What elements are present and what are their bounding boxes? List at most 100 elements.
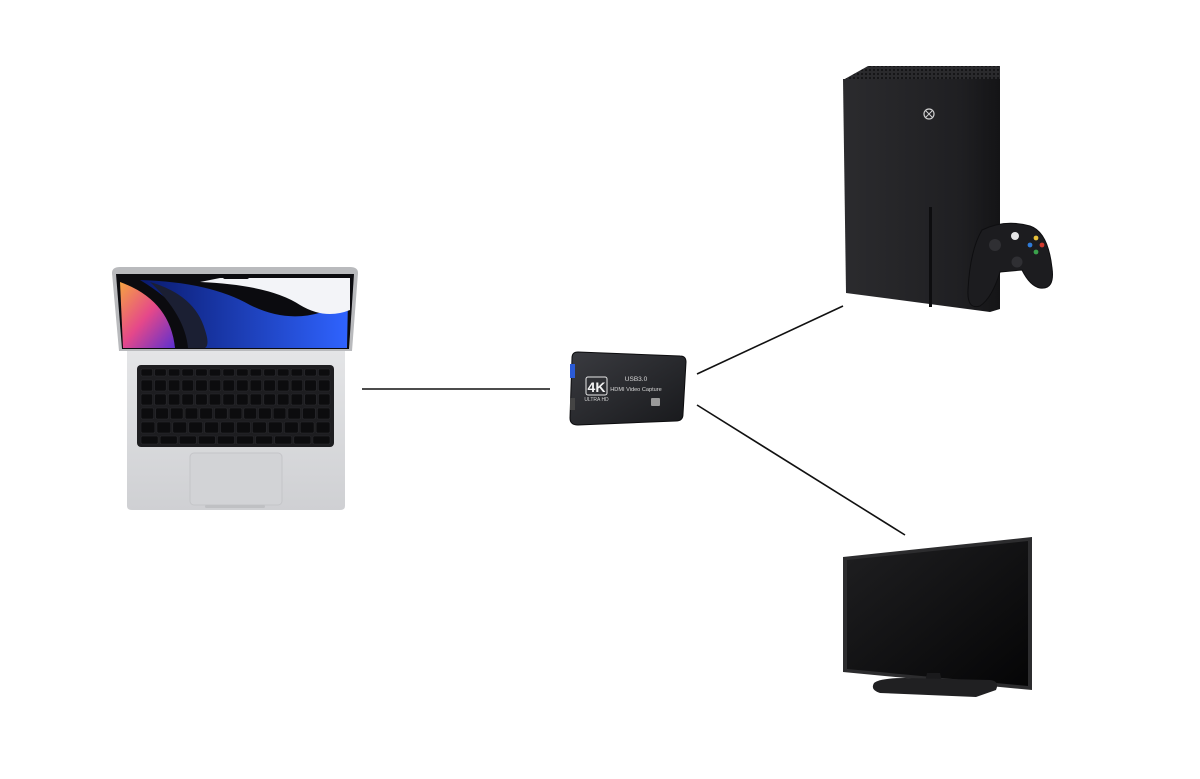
television-image (843, 537, 1032, 697)
laptop-key (154, 393, 167, 406)
laptop-key (198, 435, 216, 445)
laptop-key (220, 421, 235, 434)
laptop-key (204, 421, 219, 434)
laptop-image (112, 267, 358, 510)
laptop-key (316, 407, 331, 420)
laptop-key (304, 368, 317, 377)
laptop-key (181, 393, 194, 406)
capture-card-image: 4K ULTRA HD USB3.0 HDMI Video Capture (569, 351, 687, 426)
laptop-trackpad (189, 452, 283, 506)
laptop-key (208, 368, 222, 377)
laptop-key (156, 421, 172, 434)
laptop-key (188, 421, 204, 434)
connector-capture-card-to-console (696, 305, 844, 375)
laptop-key (236, 435, 254, 445)
laptop-key (263, 379, 276, 392)
laptop-key (168, 379, 181, 392)
laptop-key (140, 393, 153, 406)
laptop-key (222, 368, 235, 377)
tv-screen (847, 541, 1028, 686)
laptop-key (208, 393, 222, 406)
laptop-key (236, 379, 249, 392)
card-4k-label: 4K (588, 379, 606, 395)
laptop-key (249, 379, 263, 392)
laptop-key (318, 379, 331, 392)
controller-image (967, 222, 1053, 308)
laptop-key (168, 368, 181, 377)
laptop-key (302, 407, 316, 420)
laptop-key (243, 407, 257, 420)
laptop-key (140, 407, 154, 420)
laptop-key (181, 368, 194, 377)
laptop-key (283, 421, 299, 434)
laptop-key (263, 393, 276, 406)
laptop-key (170, 407, 184, 420)
laptop-key (178, 435, 197, 445)
card-usb-label: USB3.0 (625, 376, 648, 383)
laptop-key (236, 421, 251, 434)
laptop-key (199, 407, 213, 420)
laptop-keys (140, 368, 331, 445)
laptop-key (290, 393, 304, 406)
laptop-key (140, 368, 153, 377)
laptop-key (236, 368, 249, 377)
laptop-key (249, 393, 263, 406)
laptop-key (277, 393, 290, 406)
laptop-key (154, 368, 167, 377)
laptop-key (195, 379, 208, 392)
laptop-key (140, 421, 156, 434)
laptop-key (228, 407, 243, 420)
laptop-key (252, 421, 267, 434)
laptop-key (318, 393, 331, 406)
laptop-key (318, 368, 331, 377)
laptop-key (154, 379, 167, 392)
laptop-key (299, 421, 315, 434)
laptop-key (184, 407, 199, 420)
laptop-key (287, 407, 301, 420)
card-title-label: HDMI Video Capture (610, 387, 662, 393)
console-top-vent (843, 66, 1000, 80)
xbox-logo-icon (923, 108, 935, 120)
connector-capture-card-to-tv (696, 404, 906, 536)
laptop-key (274, 435, 293, 445)
laptop-key (208, 379, 222, 392)
controller-guide-icon (1011, 232, 1019, 240)
laptop-key (222, 393, 235, 406)
capture-card-body (569, 351, 687, 426)
laptop-key (267, 421, 283, 434)
laptop-keyboard (137, 365, 334, 447)
laptop-key (155, 407, 169, 420)
laptop-key (181, 379, 194, 392)
laptop-key (236, 393, 249, 406)
laptop-key (195, 393, 208, 406)
laptop-key (258, 407, 272, 420)
tv-stand (872, 678, 998, 697)
laptop-key (195, 368, 208, 377)
laptop-key (315, 421, 331, 434)
laptop-key (222, 379, 235, 392)
laptop-key (249, 368, 263, 377)
laptop-key (304, 393, 317, 406)
laptop-key (168, 393, 181, 406)
laptop-key (312, 435, 331, 445)
laptop-key (304, 379, 317, 392)
laptop-key (290, 379, 304, 392)
hdmi-port (570, 398, 575, 410)
laptop-key (277, 368, 290, 377)
console-body (843, 79, 1000, 312)
laptop-key (172, 421, 188, 434)
laptop-key (263, 368, 276, 377)
laptop-key (214, 407, 228, 420)
laptop-key (293, 435, 312, 445)
laptop-key (255, 435, 274, 445)
laptop-key (272, 407, 287, 420)
laptop-key (140, 435, 159, 445)
usb-port (570, 364, 575, 378)
laptop-key (290, 368, 304, 377)
laptop-key (140, 379, 153, 392)
card-ultra-hd-label: ULTRA HD (584, 397, 609, 403)
laptop-key (159, 435, 178, 445)
laptop-key (277, 379, 290, 392)
